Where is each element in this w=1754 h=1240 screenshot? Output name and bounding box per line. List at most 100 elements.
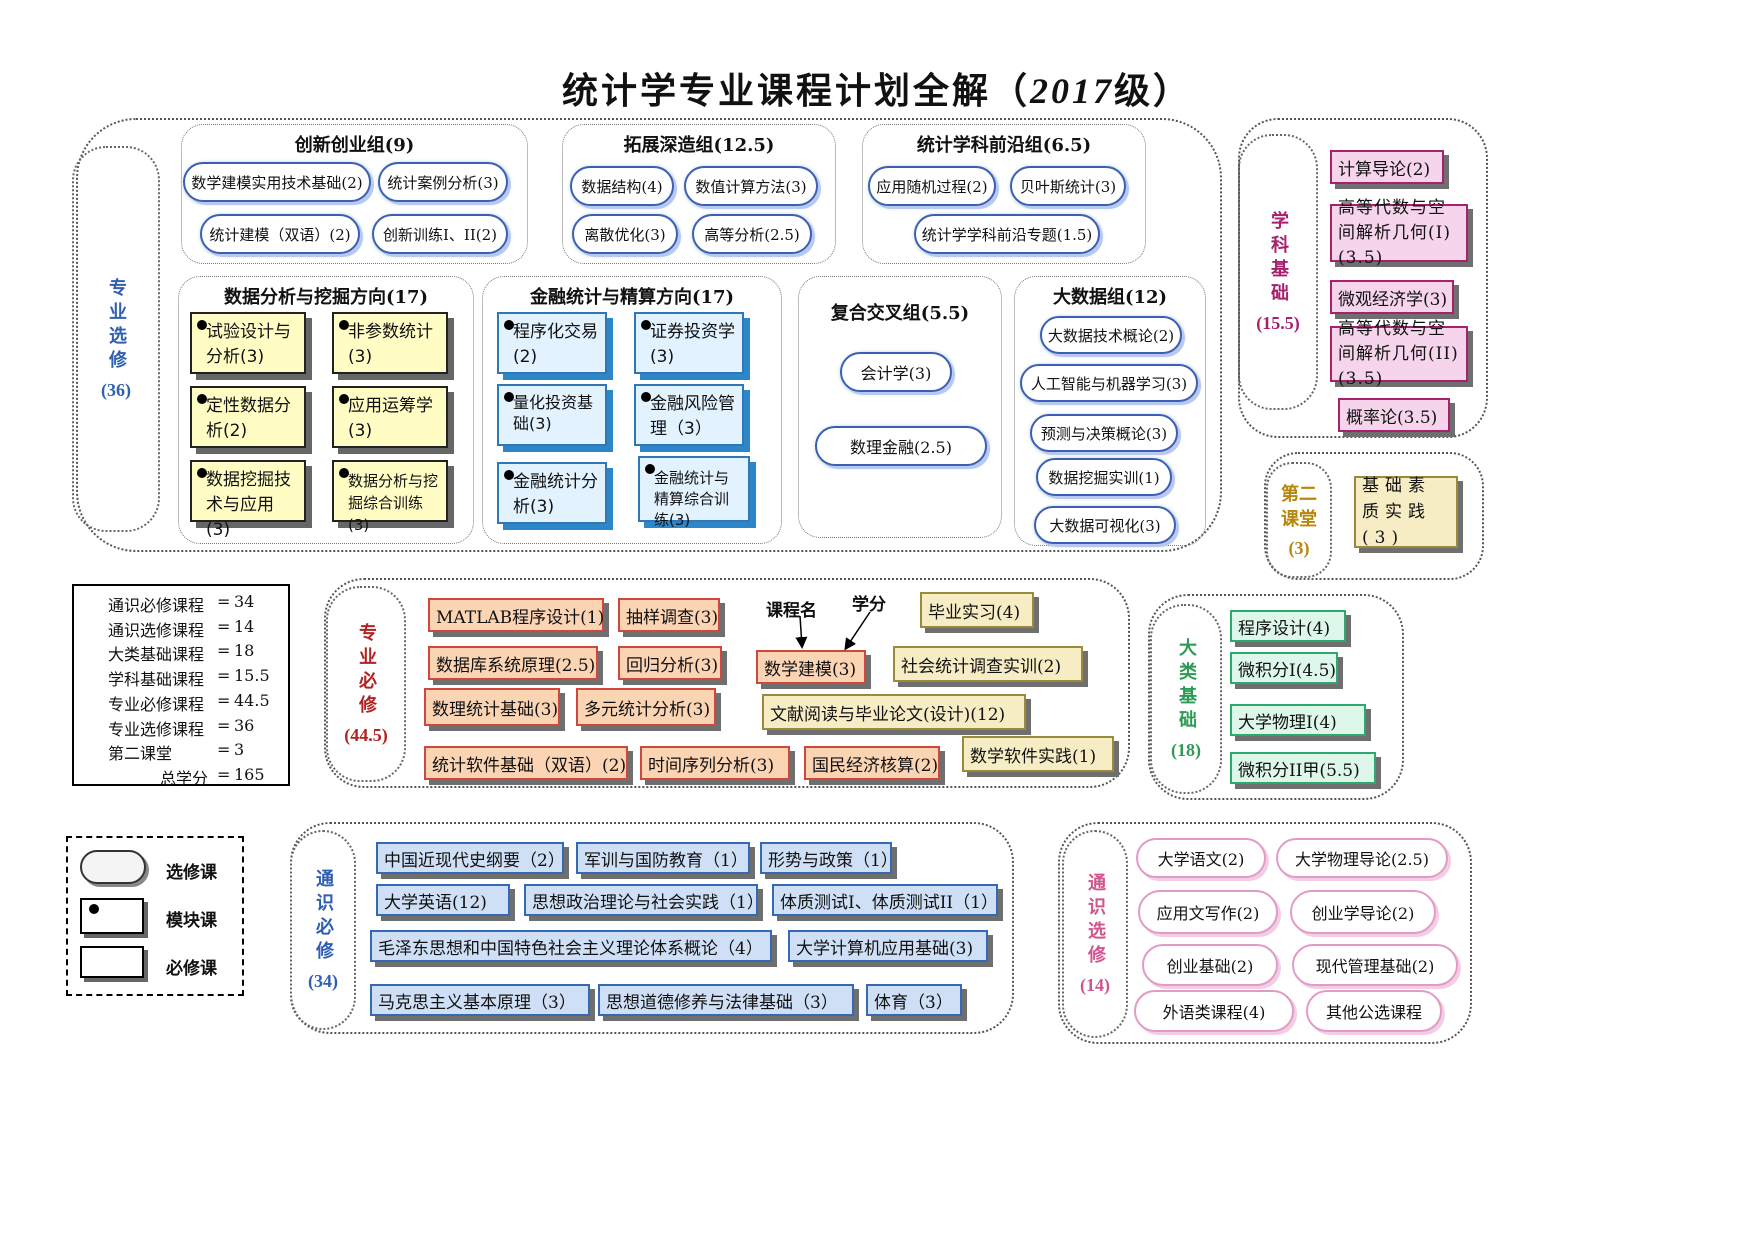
elective-course: 统计案例分析(3) <box>378 162 508 202</box>
elective-course: 数学建模实用技术基础(2) <box>183 162 371 202</box>
group-expansion: 拓展深造组(12.5) <box>562 124 836 264</box>
required-course: 体质测试I、体质测试II（1） <box>772 884 998 916</box>
required-course: 抽样调查(3) <box>618 598 720 632</box>
summary-row-eq: = <box>217 740 231 760</box>
major-required-label: 专业必修(44.5) <box>326 586 406 782</box>
elective-course: 应用随机过程(2) <box>868 166 996 206</box>
legend-elective-swatch <box>80 850 146 884</box>
required-course: 基础素质实践(3) <box>1354 476 1458 548</box>
group-bigdata: 大数据组(12) <box>1014 276 1206 546</box>
required-course: 回归分析(3) <box>618 646 722 680</box>
elective-course: 大学物理导论(2.5) <box>1276 838 1448 878</box>
summary-row-value: 14 <box>234 616 255 636</box>
major-required-region <box>324 578 1130 788</box>
required-course: 数据库系统原理(2.5) <box>428 646 598 680</box>
required-course: 社会统计调查实训(2) <box>893 646 1083 682</box>
professional-elective-region <box>76 118 1222 552</box>
module-course: 应用运筹学(3) <box>332 386 448 448</box>
required-course: 中国近现代史纲要（2） <box>376 842 565 874</box>
group-title: 数据分析与挖掘方向(17) <box>223 287 429 308</box>
group-finance: 金融统计与精算方向(17) <box>482 276 782 544</box>
elective-course: 会计学(3) <box>840 352 952 392</box>
required-course: 统计软件基础（双语）(2) <box>424 746 628 780</box>
module-course: 量化投资基础(3) <box>497 384 607 446</box>
required-course: 时间序列分析(3) <box>640 746 790 780</box>
group-cross: 复合交叉组(5.5) <box>798 276 1002 538</box>
module-course: 试验设计与分析(3) <box>190 312 306 374</box>
required-course: 大学英语(12) <box>376 884 510 916</box>
second-class-region <box>1264 452 1484 580</box>
module-course: 非参数统计(3) <box>332 312 448 374</box>
legend-module-swatch <box>80 898 144 934</box>
module-course: 金融风险管理（3） <box>634 384 744 446</box>
required-course: 国民经济核算(2) <box>804 746 940 780</box>
summary-row-name: 专业必修课程 <box>108 694 205 714</box>
elective-course: 高等分析(2.5) <box>692 214 812 254</box>
annotation-course-name: 课程名 <box>766 601 817 621</box>
elective-course: 数据挖掘实训(1) <box>1036 458 1172 496</box>
page-title: 统计学专业课程计划全解（2017级） <box>561 71 1193 112</box>
elective-course: 大数据可视化(3) <box>1034 506 1176 544</box>
elective-course: 预测与决策概论(3) <box>1030 414 1178 452</box>
summary-row-value: 44.5 <box>234 690 270 710</box>
second-class-label: 第二课堂(3) <box>1266 462 1332 578</box>
discipline-basic-label: 学科基础(15.5) <box>1238 134 1318 410</box>
general-required-label: 通识必修(34) <box>290 830 356 1030</box>
module-course: 金融统计分析(3) <box>497 462 607 524</box>
summary-row-value: 18 <box>234 641 255 661</box>
elective-course: 现代管理基础(2) <box>1292 944 1458 986</box>
group-innovation: 创新创业组(9) <box>181 124 528 264</box>
category-basic-region <box>1148 594 1404 800</box>
summary-row-name: 通识必修课程 <box>108 596 205 615</box>
required-course: 高等代数与空间解析几何(I) (3.5) <box>1330 198 1468 268</box>
required-course: 微积分I(4.5) <box>1230 652 1338 684</box>
required-course: 马克思主义基本原理（3） <box>370 984 590 1016</box>
group-data-mining: 数据分析与挖掘方向(17) <box>178 276 474 544</box>
general-elective-region <box>1058 822 1472 1044</box>
category-basic-label: 大类基础(18) <box>1150 604 1222 794</box>
legend-required-swatch <box>80 946 144 978</box>
summary-row-value: 36 <box>234 715 255 735</box>
module-course: 数据挖掘技术与应用(3) <box>190 460 306 540</box>
module-course: 金融统计与精算综合训练(3) <box>638 456 750 529</box>
required-course: 大学物理I(4) <box>1230 704 1366 736</box>
summary-row-value: 15.5 <box>234 666 270 686</box>
summary-row-name: 通识选修课程 <box>108 620 205 640</box>
required-course: 微积分II甲(5.5) <box>1230 752 1376 784</box>
summary-row-value: 34 <box>234 592 255 611</box>
required-course: 高等代数与空间解析几何(II) (3.5) <box>1330 319 1468 389</box>
summary-row-name: 大类基础课程 <box>108 645 205 665</box>
module-course: 证券投资学(3) <box>634 312 744 374</box>
group-title: 拓展深造组(12.5) <box>623 135 775 156</box>
summary-row-name: 第二课堂 <box>108 744 173 764</box>
required-course: 多元统计分析(3) <box>576 688 716 726</box>
required-course: 体育（3） <box>866 984 962 1016</box>
professional-elective-label: 专业选修(36) <box>72 146 160 532</box>
required-course: 毕业实习(4) <box>920 592 1034 628</box>
summary-row-value: 165 <box>234 764 265 784</box>
elective-course: 统计学学科前沿专题(1.5) <box>914 214 1100 254</box>
required-course: MATLAB程序设计(1) <box>428 598 604 632</box>
group-title: 金融统计与精算方向(17) <box>529 287 735 308</box>
summary-row-eq: = <box>217 641 231 661</box>
required-course: 计算导论(2) <box>1330 150 1444 184</box>
required-course: 文献阅读与毕业论文(设计)(12) <box>762 694 1026 730</box>
elective-course: 创新训练I、II(2) <box>372 214 508 254</box>
required-course: 数理统计基础(3) <box>424 688 560 726</box>
elective-course: 创业学导论(2) <box>1290 890 1436 934</box>
annotation-arrows <box>795 611 871 651</box>
group-title: 复合交叉组(5.5) <box>830 303 970 324</box>
elective-course: 应用文写作(2) <box>1138 890 1278 934</box>
elective-course: 数据结构(4) <box>570 166 674 206</box>
elective-course: 离散优化(3) <box>572 214 678 254</box>
summary-row-name: 专业选修课程 <box>108 719 205 739</box>
summary-row-name: 学科基础课程 <box>108 670 205 690</box>
elective-course: 创业基础(2) <box>1142 944 1278 986</box>
elective-course: 贝叶斯统计(3) <box>1010 166 1126 206</box>
group-frontier: 统计学科前沿组(6.5) <box>862 124 1146 264</box>
legend-elective-label: 选修课 <box>166 863 217 883</box>
credit-summary <box>72 584 290 786</box>
elective-course: 数理金融(2.5) <box>815 426 987 466</box>
elective-course: 数值计算方法(3) <box>684 166 818 206</box>
summary-row-eq: = <box>217 690 231 710</box>
